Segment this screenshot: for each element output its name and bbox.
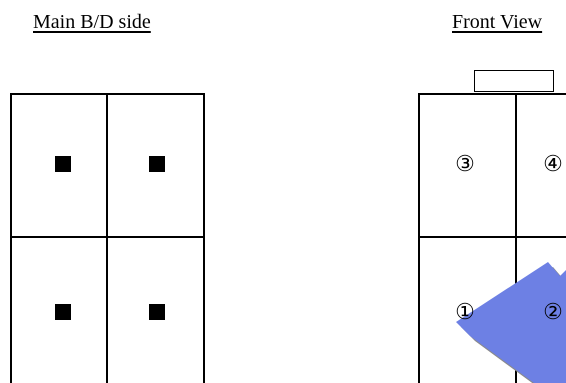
main-grid-right-border [203,93,205,383]
front-grid-left-border [418,93,420,383]
position-2-label: ② [543,299,563,324]
main-grid-left-border [10,93,12,383]
front-grid-top-border [418,93,566,95]
connector-latch-tab [474,70,554,92]
watermark-shadow [461,267,566,383]
position-1-label: ① [455,299,475,324]
pin-square-icon [149,304,165,320]
front-view-title: Front View [452,11,543,33]
main-board-side-title: Main B/D side [33,11,151,33]
main-grid-center-line [106,93,108,383]
position-3-label: ③ [455,151,475,176]
pin-square-icon [149,156,165,172]
pin-square-icon [55,304,71,320]
front-grid-middle-line [418,236,566,238]
front-grid-center-line [515,93,517,383]
position-4-label: ④ [543,151,563,176]
pin-square-icon [55,156,71,172]
